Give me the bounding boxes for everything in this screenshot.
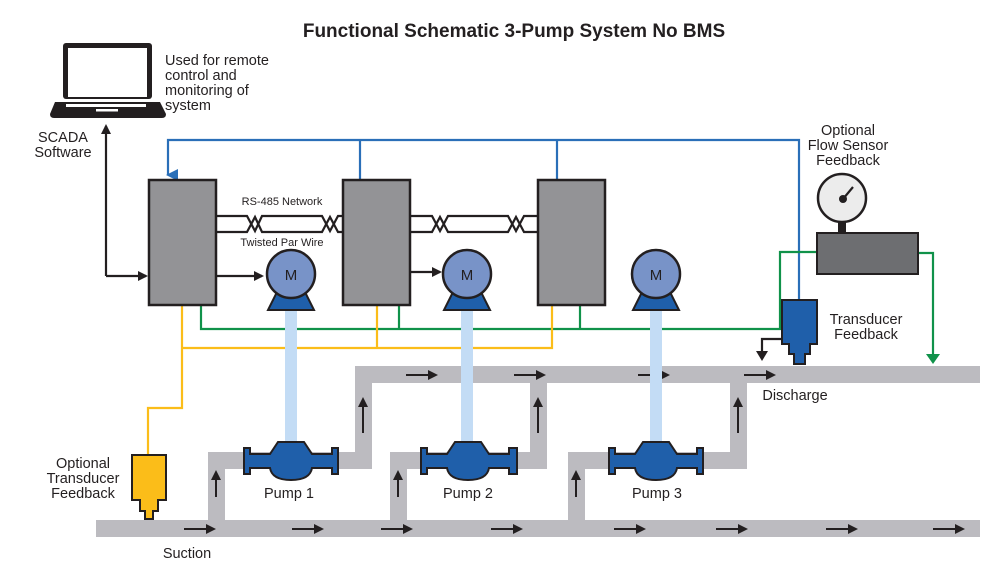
yellow-signal-wire: [146, 305, 554, 455]
optional-transducer-line2: Transducer: [47, 471, 120, 487]
diagram-title: Functional Schematic 3-Pump System No BM…: [303, 21, 725, 42]
flow-arrows: [184, 370, 965, 534]
pump-2: [420, 441, 518, 482]
flow-sensor-line2: Flow Sensor: [808, 138, 889, 154]
motor-1: M: [265, 248, 317, 311]
shaft-3: [650, 310, 662, 442]
optional-transducer-line3: Feedback: [51, 486, 115, 502]
pump-3: [608, 441, 704, 482]
flow-sensor-line3: Feedback: [816, 153, 880, 169]
scada-note-line1: Used for remote: [165, 53, 269, 69]
controller-1: [147, 178, 218, 307]
transducer-line2: Feedback: [834, 327, 898, 343]
flow-sensor: [816, 221, 919, 275]
discharge-label: Discharge: [762, 388, 827, 404]
pump-2-label: Pump 2: [443, 486, 493, 502]
scada-note-line4: system: [165, 98, 211, 114]
scada-note-line2: control and: [165, 68, 237, 84]
laptop-icon: [50, 43, 166, 118]
optional-transducer-line1: Optional: [56, 456, 110, 472]
pipe-network: [96, 366, 980, 537]
blue-network-wire: [166, 138, 801, 300]
motor-2: M: [441, 248, 493, 311]
motor-2-label: M: [461, 267, 474, 284]
controller-2: [341, 178, 412, 307]
scada-link: [101, 124, 148, 281]
pump-1: [243, 441, 339, 482]
pump-3-label: Pump 3: [632, 486, 682, 502]
flow-sensor-line1: Optional: [821, 123, 875, 139]
wire-label: Twisted Par Wire: [240, 237, 323, 249]
scada-label-line1: SCADA: [38, 130, 88, 146]
network-label: RS-485 Network: [242, 196, 323, 208]
motor-3: M: [630, 248, 682, 311]
suction-label: Suction: [163, 546, 211, 562]
optional-transducer: [131, 454, 167, 520]
shaft-2: [461, 310, 473, 442]
rs485-twisted-pair: [216, 214, 538, 234]
gauge-icon: [816, 172, 868, 224]
scada-label-line2: Software: [34, 145, 91, 161]
controller-3: [536, 178, 607, 307]
transducer-line1: Transducer: [830, 312, 903, 328]
transducer: [756, 299, 818, 365]
motor-1-label: M: [285, 267, 298, 284]
shaft-1: [285, 310, 297, 442]
pump-1-label: Pump 1: [264, 486, 314, 502]
scada-note-line3: monitoring of: [165, 83, 250, 99]
green-signal-wire: [199, 250, 940, 364]
motor-3-label: M: [650, 267, 663, 284]
